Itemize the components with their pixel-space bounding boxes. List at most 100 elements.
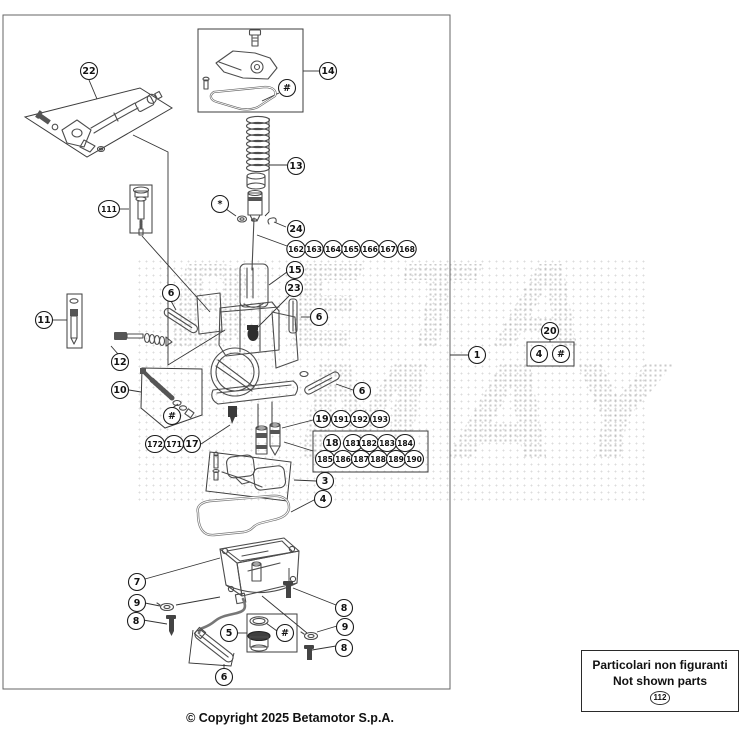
callout-hash-kit[interactable]: #: [551, 344, 571, 364]
slide-plate-right: [304, 371, 340, 395]
svg-text:187: 187: [353, 455, 369, 464]
callout-8-right-bottom[interactable]: 8: [334, 638, 354, 658]
callout-171[interactable]: 171: [163, 434, 185, 454]
callout-168[interactable]: 168: [397, 239, 417, 259]
quad-spring-kit-10: [140, 367, 203, 429]
callout-22[interactable]: 22: [79, 61, 99, 81]
bowl-screw-left: [156, 602, 176, 636]
callout-hash-top-cover[interactable]: #: [277, 78, 297, 98]
callout-11[interactable]: 11: [34, 310, 54, 330]
callout-15[interactable]: 15: [285, 260, 305, 280]
svg-text:11: 11: [37, 315, 50, 326]
svg-text:184: 184: [397, 439, 413, 448]
svg-text:4: 4: [320, 494, 327, 505]
callout-hash-drain[interactable]: #: [275, 623, 295, 643]
needle-retainer-dark: [247, 325, 259, 341]
bowl-screw-right-bottom: [300, 631, 319, 660]
callout-172[interactable]: 172: [144, 434, 166, 454]
callout-192[interactable]: 192: [349, 409, 371, 429]
callout-9-left[interactable]: 9: [127, 593, 147, 613]
washer-star: [236, 215, 248, 223]
callout-1[interactable]: 1: [467, 345, 487, 365]
callout-6-slide-right[interactable]: 6: [309, 307, 329, 327]
callout-14[interactable]: 14: [318, 61, 338, 81]
callout-3[interactable]: 3: [315, 471, 335, 491]
box-top-cover-14: [197, 28, 304, 113]
callout-9-right[interactable]: 9: [335, 617, 355, 637]
svg-text:172: 172: [147, 440, 163, 449]
callout-187[interactable]: 187: [350, 449, 372, 469]
svg-text:13: 13: [289, 161, 302, 172]
svg-text:165: 165: [343, 245, 359, 254]
cover-gasket: [209, 85, 277, 111]
callout-164[interactable]: 164: [323, 239, 343, 259]
callout-162[interactable]: 162: [286, 239, 306, 259]
callout-12[interactable]: 12: [110, 352, 130, 372]
svg-text:6: 6: [316, 312, 323, 323]
svg-text:183: 183: [379, 439, 395, 448]
callout-18[interactable]: 18: [322, 433, 342, 453]
callout-165[interactable]: 165: [341, 239, 361, 259]
callout-163[interactable]: 163: [304, 239, 324, 259]
callout-8-left[interactable]: 8: [126, 611, 146, 631]
svg-text:15: 15: [288, 265, 301, 276]
svg-text:14: 14: [321, 66, 335, 77]
callout-4-kit[interactable]: 4: [529, 344, 549, 364]
drain-plug: [247, 616, 271, 652]
svg-text:12: 12: [113, 357, 126, 368]
callout-hash-spring-kit[interactable]: #: [162, 406, 182, 426]
callout-17[interactable]: 17: [182, 434, 202, 454]
svg-text:166: 166: [362, 245, 378, 254]
svg-text:5: 5: [226, 628, 233, 639]
callout-star[interactable]: *: [210, 194, 230, 214]
svg-text:182: 182: [361, 439, 377, 448]
callout-183[interactable]: 183: [376, 433, 398, 453]
callout-23[interactable]: 23: [284, 278, 304, 298]
callout-4-gasket[interactable]: 4: [313, 489, 333, 509]
callout-6-slide-left[interactable]: 6: [161, 283, 181, 303]
callout-193[interactable]: 193: [369, 409, 391, 429]
bowl-screw-right-top: [283, 581, 293, 598]
callout-19[interactable]: 19: [312, 409, 332, 429]
callout-6-rod-right[interactable]: 6: [352, 381, 372, 401]
callout-191[interactable]: 191: [330, 409, 352, 429]
throttle-slide: [239, 263, 269, 308]
callout-185[interactable]: 185: [314, 449, 336, 469]
callout-184[interactable]: 184: [394, 433, 416, 453]
callout-7[interactable]: 7: [127, 572, 147, 592]
callout-112[interactable]: 112: [649, 690, 671, 705]
callout-5[interactable]: 5: [219, 623, 239, 643]
svg-text:6: 6: [221, 672, 228, 683]
svg-text:1: 1: [474, 350, 481, 361]
callout-166[interactable]: 166: [360, 239, 380, 259]
callout-8-right-top[interactable]: 8: [334, 598, 354, 618]
callout-189[interactable]: 189: [385, 449, 407, 469]
svg-text:191: 191: [333, 415, 349, 424]
callout-24[interactable]: 24: [286, 219, 306, 239]
venturi-bore: [210, 347, 260, 397]
callout-182[interactable]: 182: [358, 433, 380, 453]
callout-190[interactable]: 190: [403, 449, 425, 469]
choke-plunger: [132, 186, 150, 236]
svg-text:8: 8: [341, 643, 348, 654]
panel-title-english: Not shown parts: [612, 673, 707, 688]
svg-text:*: *: [218, 199, 223, 210]
callout-6-overflow[interactable]: 6: [214, 667, 234, 687]
callout-10[interactable]: 10: [110, 380, 130, 400]
svg-text:167: 167: [380, 245, 396, 254]
callout-188[interactable]: 188: [367, 449, 389, 469]
svg-text:8: 8: [133, 616, 140, 627]
callout-186[interactable]: 186: [332, 449, 354, 469]
svg-text:19: 19: [315, 414, 328, 425]
diagram-frame: [2, 14, 451, 690]
needle-clip: [250, 218, 258, 222]
callout-20[interactable]: 20: [540, 321, 560, 341]
choke-route-line: [141, 235, 211, 313]
svg-text:162: 162: [288, 245, 304, 254]
callout-167[interactable]: 167: [378, 239, 398, 259]
not-shown-parts-panel: Particolari non figuranti Not shown part…: [581, 650, 739, 712]
callout-111[interactable]: 111: [97, 199, 121, 219]
callout-13[interactable]: 13: [286, 156, 306, 176]
box-screw-11: [66, 293, 83, 349]
